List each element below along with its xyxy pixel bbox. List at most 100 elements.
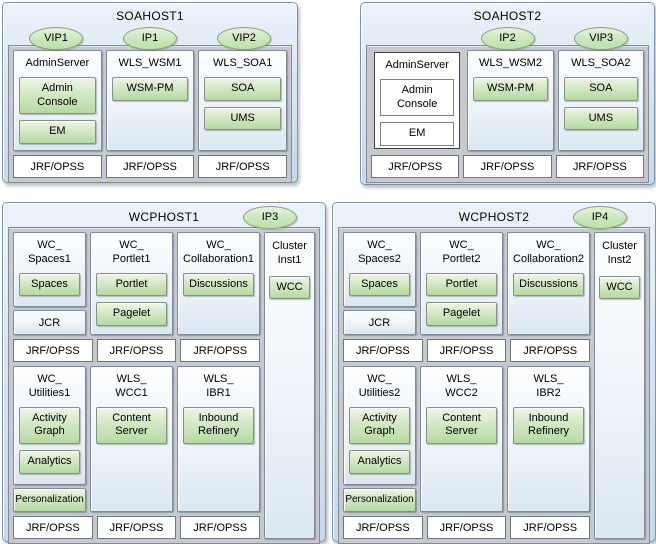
jrf-opss-box: JRF/OPSS	[13, 339, 93, 362]
component-box-content-server: Content Server	[426, 406, 497, 444]
server-column-wls-soa1: WLS_SOA1 SOA UMS	[198, 50, 288, 151]
server-name: WLS_WSM2	[479, 57, 542, 69]
ip2-oval: IP2	[480, 27, 535, 50]
vip3-oval: VIP3	[574, 27, 629, 50]
jrf-opss-box: JRF/OPSS	[13, 516, 93, 539]
jrf-opss-row: JRF/OPSS JRF/OPSS JRF/OPSS	[13, 339, 261, 362]
jrf-opss-box: JRF/OPSS	[463, 155, 552, 178]
component-box-analytics: Analytics	[19, 450, 80, 474]
component-box-content-server: Content Server	[96, 406, 167, 444]
domain-panel: AdminServer Admin Console EM WLS_WSM2 WS…	[366, 45, 649, 183]
server-column-adminserver2-passive: AdminServer Admin Console EM	[374, 52, 461, 149]
host-box-wcphost1: WCPHOST1 IP3 WC_ Spaces1 Spaces JCR WC_ …	[2, 202, 326, 544]
host-box-wcphost2: WCPHOST2 IP4 WC_ Spaces2 Spaces JCR WC_ …	[332, 202, 656, 544]
component-box-pagelet: Pagelet	[426, 302, 497, 326]
server-column-adminserver1: AdminServer Admin Console EM	[13, 50, 102, 151]
oval-cell: IP1	[103, 27, 197, 50]
server-column-wls-wcc2: WLS_ WCC2 Content Server	[420, 366, 503, 512]
server-columns-row: AdminServer Admin Console EM WLS_WSM1 WS…	[13, 50, 288, 151]
server-column-wc-spaces2: WC_ Spaces2 Spaces JCR	[343, 232, 416, 335]
jrf-opss-box: JRF/OPSS	[343, 339, 423, 362]
server-name: WC_ Spaces2	[358, 239, 401, 265]
server-columns-row: AdminServer Admin Console EM WLS_WSM2 WS…	[371, 50, 644, 151]
component-box-portlet: Portlet	[426, 272, 497, 297]
component-box-admin-console: Admin Console	[380, 78, 455, 117]
oval-cell: IP2	[461, 27, 555, 50]
jrf-opss-box: JRF/OPSS	[510, 516, 591, 539]
component-box-em: EM	[19, 120, 96, 144]
component-box-soa: SOA	[563, 76, 638, 101]
jrf-opss-row: JRF/OPSS JRF/OPSS JRF/OPSS	[13, 155, 288, 178]
cluster-inst1-column: Cluster Inst1 WCC	[264, 232, 315, 539]
server-column-wc-utilities2: WC_ Utilities2 Activity Graph Analytics …	[343, 366, 416, 512]
domain-panel: WC_ Spaces1 Spaces JCR WC_ Portlet1 Port…	[8, 227, 320, 544]
server-name: WC_ Collaboration1	[183, 239, 254, 265]
server-columns-row: WC_ Utilities2 Activity Graph Analytics …	[343, 366, 590, 512]
server-column-wc-collaboration1: WC_ Collaboration1 Discussions	[177, 232, 260, 335]
server-name: WC_ Portlet2	[442, 239, 481, 265]
component-box-activity-graph: Activity Graph	[19, 406, 80, 444]
oval-cell: VIP3	[554, 27, 648, 50]
component-box-admin-console: Admin Console	[19, 76, 96, 115]
server-box: WC_ Utilities1 Activity Graph Analytics	[13, 366, 86, 485]
jrf-opss-box: JRF/OPSS	[555, 155, 644, 178]
server-column-wls-ibr2: WLS_ IBR2 Inbound Refinery	[507, 366, 590, 512]
server-name: WC_ Portlet1	[112, 239, 151, 265]
component-box-personalization: Personalization	[13, 487, 86, 512]
jrf-opss-box: JRF/OPSS	[180, 516, 261, 539]
host-title: WCPHOST1	[128, 210, 200, 224]
server-columns-row: WC_ Utilities1 Activity Graph Analytics …	[13, 366, 260, 512]
managed-servers-area: WC_ Spaces1 Spaces JCR WC_ Portlet1 Port…	[13, 232, 261, 539]
component-box-em: EM	[380, 122, 455, 146]
server-name: WC_ Collaboration2	[513, 239, 584, 265]
host-box-soahost2: SOAHOST2 IP2 VIP3 AdminServer Admin Cons…	[360, 2, 655, 185]
server-columns-row: WC_ Spaces1 Spaces JCR WC_ Portlet1 Port…	[13, 232, 260, 335]
server-name: AdminServer	[25, 57, 90, 69]
vip1-oval: VIP1	[29, 27, 83, 50]
component-box-discussions: Discussions	[183, 272, 254, 297]
server-name: WLS_ WCC2	[445, 373, 478, 399]
jrf-opss-box: JRF/OPSS	[180, 339, 261, 362]
jrf-opss-row: JRF/OPSS JRF/OPSS JRF/OPSS	[13, 516, 261, 539]
server-column-wc-collaboration2: WC_ Collaboration2 Discussions	[507, 232, 590, 335]
host-title: WCPHOST2	[458, 210, 530, 224]
server-box: WC_ Utilities2 Activity Graph Analytics	[343, 366, 416, 485]
ip-ovals-row: IP2 VIP3	[367, 27, 648, 50]
component-box-pagelet: Pagelet	[96, 302, 167, 326]
server-column-wls-wsm1: WLS_WSM1 WSM-PM	[105, 50, 195, 151]
server-name: WC_ Utilities1	[28, 373, 71, 399]
server-name: WLS_ IBR2	[533, 373, 564, 399]
oval-cell: VIP1	[9, 27, 103, 50]
component-box-jcr: JCR	[13, 310, 86, 335]
component-box-spaces: Spaces	[19, 272, 80, 297]
component-box-jcr: JCR	[343, 310, 416, 335]
component-box-discussions: Discussions	[513, 272, 584, 297]
component-box-wcc: WCC	[599, 275, 640, 300]
server-column-wc-utilities1: WC_ Utilities1 Activity Graph Analytics …	[13, 366, 86, 512]
component-box-wsm-pm: WSM-PM	[473, 76, 548, 101]
jrf-opss-box: JRF/OPSS	[426, 516, 507, 539]
server-name: WC_ Spaces1	[28, 239, 71, 265]
oval-cell: VIP2	[197, 27, 291, 50]
server-box: WC_ Spaces2 Spaces	[343, 232, 416, 308]
component-box-ums: UMS	[563, 106, 638, 131]
server-column-wls-soa2: WLS_SOA2 SOA UMS	[557, 50, 644, 151]
jrf-opss-box: JRF/OPSS	[105, 155, 195, 178]
server-column-wc-portlet1: WC_ Portlet1 Portlet Pagelet	[90, 232, 173, 335]
jrf-opss-box: JRF/OPSS	[96, 339, 177, 362]
jrf-opss-row: JRF/OPSS JRF/OPSS JRF/OPSS	[343, 339, 591, 362]
cluster-name: Cluster Inst2	[602, 240, 637, 266]
component-box-ums: UMS	[204, 106, 282, 131]
server-column-wls-ibr1: WLS_ IBR1 Inbound Refinery	[177, 366, 260, 512]
component-box-personalization: Personalization	[343, 487, 416, 512]
ip-ovals-row: VIP1 IP1 VIP2	[9, 27, 291, 50]
server-column-wc-portlet2: WC_ Portlet2 Portlet Pagelet	[420, 232, 503, 335]
oval-cell-empty	[367, 27, 461, 48]
server-column-wls-wsm2: WLS_WSM2 WSM-PM	[467, 50, 554, 151]
jrf-opss-box: JRF/OPSS	[198, 155, 288, 178]
cluster-name: Cluster Inst1	[272, 240, 307, 266]
server-column-wc-spaces1: WC_ Spaces1 Spaces JCR	[13, 232, 86, 335]
cluster-inst2-column: Cluster Inst2 WCC	[594, 232, 645, 539]
domain-panel: AdminServer Admin Console EM WLS_WSM1 WS…	[8, 45, 292, 183]
